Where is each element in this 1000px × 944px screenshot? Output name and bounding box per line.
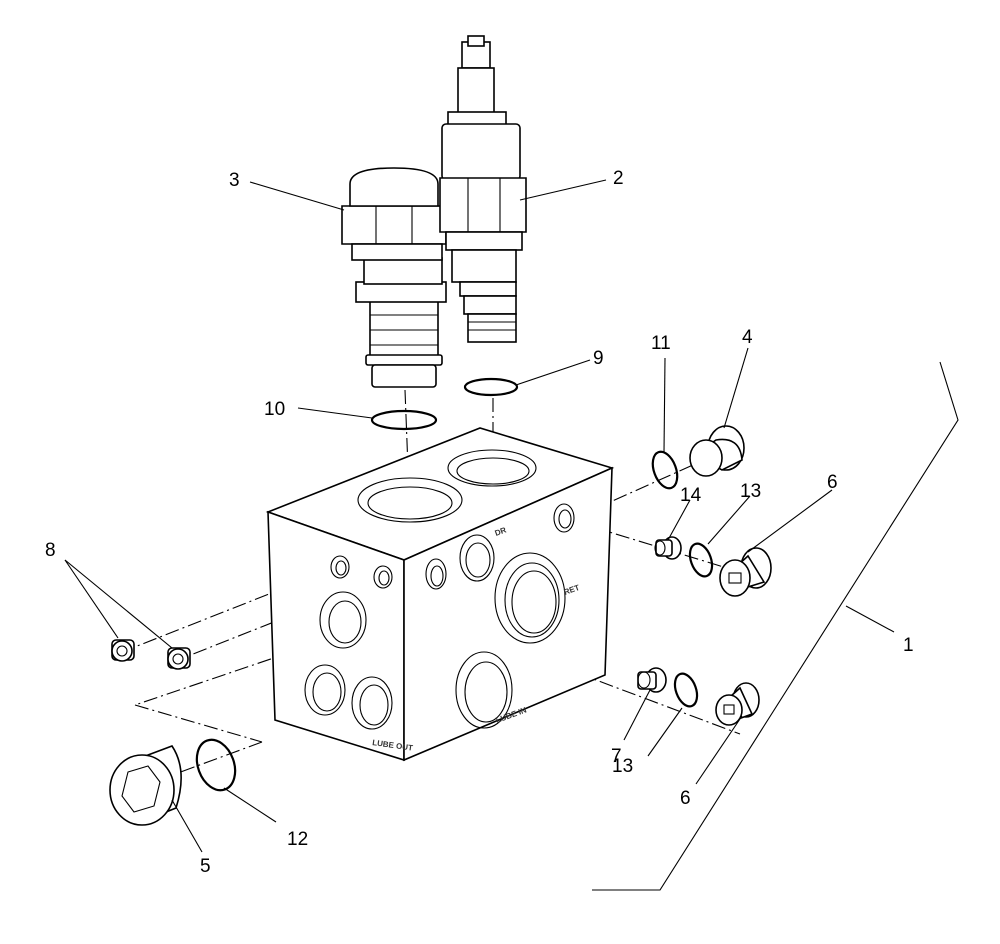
port-label-dr: DR xyxy=(494,525,508,537)
callout-4: 4 xyxy=(742,327,753,348)
callout-7: 7 xyxy=(611,746,622,767)
assembly-bracket xyxy=(592,361,959,891)
o-ring-11 xyxy=(651,450,679,490)
cartridge-valve-3 xyxy=(341,167,447,388)
leader-lines xyxy=(64,179,895,853)
plug-14 xyxy=(654,536,682,560)
callout-14: 14 xyxy=(680,485,702,506)
callout-6-lower: 6 xyxy=(680,788,691,809)
callout-2: 2 xyxy=(613,168,624,189)
o-ring-9 xyxy=(463,377,519,397)
plug-6-lower xyxy=(715,682,760,726)
o-ring-13-upper xyxy=(688,542,714,578)
relief-valve-2 xyxy=(439,35,527,343)
callout-13-upper: 13 xyxy=(740,481,761,502)
callout-10: 10 xyxy=(264,399,285,420)
callout-8: 8 xyxy=(45,540,56,561)
plug-5 xyxy=(109,745,182,826)
callout-9: 9 xyxy=(593,348,604,369)
plug-4 xyxy=(689,425,745,477)
callout-3: 3 xyxy=(229,170,240,191)
plug-7 xyxy=(637,667,667,693)
o-ring-12 xyxy=(195,738,237,792)
callout-1: 1 xyxy=(903,635,914,656)
plug-6-upper xyxy=(719,547,772,597)
callouts: 1 2 3 4 5 6 6 7 8 9 10 11 12 13 13 14 xyxy=(45,168,914,877)
o-ring-10 xyxy=(370,409,438,431)
callout-12: 12 xyxy=(287,829,308,850)
callout-11: 11 xyxy=(651,333,671,354)
plugs-8 xyxy=(111,639,191,670)
manifold-block: DR RET LUBE IN LUBE OUT xyxy=(265,427,615,762)
callout-6-upper: 6 xyxy=(827,472,838,493)
o-ring-13-lower xyxy=(673,672,699,708)
callout-5: 5 xyxy=(200,856,211,877)
callout-13-lower: 13 xyxy=(612,756,633,777)
